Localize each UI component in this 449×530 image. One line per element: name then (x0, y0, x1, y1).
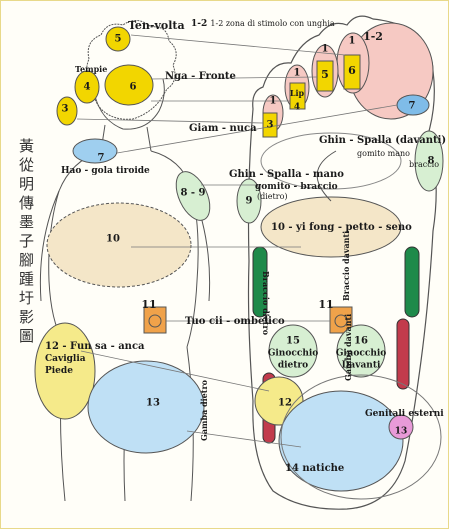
label-ginocchio-dietro-a: Ginocchio (268, 349, 319, 359)
zone-braccio-davanti (405, 247, 419, 317)
label-caviglia: Caviglia (45, 354, 86, 364)
num-15: 15 (286, 336, 300, 347)
label-fun-sa: 12 - Fun sa - anca (45, 341, 145, 352)
num-13-foot: 13 (395, 427, 408, 437)
chinese-char: 圩 (19, 289, 34, 307)
num-1-toe4: 1 (294, 68, 301, 79)
chinese-char: 從 (19, 156, 34, 174)
chinese-char: 黃 (19, 137, 34, 155)
label-ghin-spalla-davanti: Ghin - Spalla (davanti) (319, 135, 446, 146)
label-1-2-toe: 1-2 (363, 30, 383, 43)
zone-10-body (47, 203, 191, 287)
num-1-toe2: 1 (349, 36, 356, 47)
label-braccio: braccio (409, 160, 439, 169)
label-gomito-braccio: gomito - braccio (255, 182, 338, 192)
label-gamba-dietro: Gamba dietro (199, 379, 209, 441)
num-12-foot: 12 (278, 398, 292, 409)
chinese-char: 腳 (19, 251, 34, 269)
num-6-head: 6 (130, 82, 137, 93)
label-ginocchio-dietro-b: dietro (278, 361, 308, 371)
num-9-foot: 9 (246, 196, 253, 207)
label-braccio-dietro: Braccio dietro (261, 271, 271, 336)
label-ghin-spalla-mano: Ghin - Spalla - mano (229, 169, 344, 180)
zone-7-neck (73, 139, 117, 163)
title-label: 1-2 1-2 zona di stimolo con unghia (191, 19, 335, 29)
chinese-char: 墨 (19, 213, 34, 231)
label-gomito-mano: gomito mano (357, 149, 410, 158)
chinese-char: 傳 (19, 194, 34, 212)
num-3-head: 3 (62, 104, 69, 115)
chinese-char: 明 (19, 175, 34, 193)
label-ten-volta: Ten-volta (128, 19, 185, 32)
num-10-body: 10 (106, 234, 120, 245)
num-1-toe5: 1 (270, 96, 277, 107)
num-7-neck: 7 (98, 153, 105, 164)
zone-gamba-davanti (397, 319, 409, 389)
num-13-body: 13 (146, 398, 160, 409)
num-1-toe3: 1 (322, 44, 329, 55)
num-11-body: 11 (141, 298, 156, 311)
num-16: 16 (354, 336, 368, 347)
label-braccio-davanti: Braccio davanti (341, 231, 351, 301)
chinese-char: 子 (19, 232, 34, 250)
num-4-toe: 4 (294, 103, 300, 113)
label-piede: Piede (45, 366, 73, 376)
label-natiche: 14 natiche (285, 463, 344, 474)
chinese-char: 踵 (19, 270, 34, 288)
num-6-toe: 6 (348, 64, 356, 77)
zone-14-foot (279, 391, 403, 491)
label-nga-fronte: Nga - Fronte (165, 71, 236, 82)
num-4-head: 4 (84, 82, 91, 93)
num-3-toe: 3 (267, 120, 274, 131)
label-lip: Lip (290, 88, 305, 98)
label-genitali: Genitali esterni (365, 409, 444, 419)
chinese-char: 影 (19, 308, 34, 326)
num-5-head: 5 (115, 34, 122, 45)
num-5-toe: 5 (321, 68, 329, 81)
num-7-foot: 7 (409, 101, 416, 112)
label-tempie: Tempie (75, 64, 107, 74)
label-hao: Hao - gola tiroide (61, 166, 150, 176)
chinese-char: 圖 (19, 327, 34, 345)
label-gamba-davanti: Gamba davanti (343, 314, 353, 381)
num-11-foot: 11 (318, 298, 333, 311)
num-8-foot: 8 (428, 156, 435, 167)
label-giam-nuca: Giam - nuca (189, 123, 257, 134)
label-dietro: (dietro) (257, 192, 288, 201)
num-8-9: 8 - 9 (180, 188, 205, 199)
